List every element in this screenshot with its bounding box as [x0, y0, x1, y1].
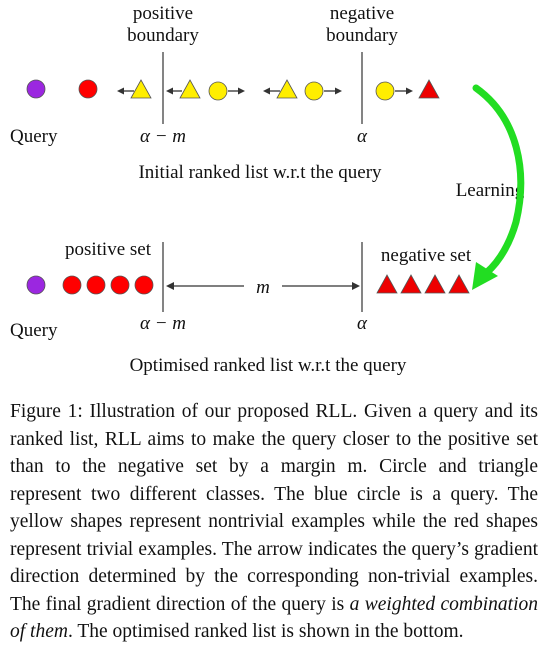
positive-boundary-label-1: positive: [133, 3, 193, 24]
positive-set-circle-1: [62, 275, 82, 295]
positive-set-circle-3: [110, 275, 130, 295]
query-label-bottom: Query: [10, 320, 58, 341]
negative-set-triangle-2: [400, 274, 422, 294]
negative-boundary-label-1: negative: [330, 3, 394, 24]
nontrivial-negative-circle-2: [304, 81, 324, 101]
nontrivial-negative-circle-3: [375, 81, 395, 101]
query-circle-bottom: [26, 275, 46, 295]
negative-set-label: negative set: [381, 245, 472, 266]
nontrivial-positive-triangle-2: [179, 79, 201, 99]
learning-arrow-curve: [472, 84, 525, 280]
negative-set-triangle-1: [376, 274, 398, 294]
trivial-negative-triangle-top: [418, 79, 440, 99]
positive-boundary-label-2: boundary: [127, 25, 199, 46]
learning-arrow-head: [472, 262, 498, 290]
margin-m-label: m: [256, 277, 270, 298]
positive-set-circle-2: [86, 275, 106, 295]
figure-caption-emphasis: a weighted combination of them: [10, 593, 539, 643]
nontrivial-positive-triangle-3: [276, 79, 298, 99]
alpha-minus-m-label-bottom: α − m: [140, 313, 186, 334]
ranked-list-diagram: positive boundary negative boundary Quer…: [10, 3, 525, 376]
negative-set-triangle-3: [424, 274, 446, 294]
nontrivial-positive-triangle-1: [130, 79, 152, 99]
optimised-list-caption: Optimised ranked list w.r.t the query: [130, 355, 407, 376]
alpha-label-top: α: [357, 126, 368, 147]
alpha-label-bottom: α: [357, 313, 368, 334]
figure-caption-ending: . The optimised ranked list is shown in …: [67, 621, 464, 642]
positive-set-circle-4: [134, 275, 154, 295]
learning-label: Learning: [456, 180, 525, 201]
trivial-positive-circle-top: [78, 79, 98, 99]
alpha-minus-m-label-top: α − m: [140, 126, 186, 147]
negative-boundary-label-2: boundary: [326, 25, 398, 46]
figure-caption: Figure 1: Illustration of our proposed R…: [10, 398, 538, 646]
positive-set-label: positive set: [65, 239, 152, 260]
negative-set-triangle-4: [448, 274, 470, 294]
figure-caption-text: Illustration of our proposed RLL. Given …: [10, 401, 538, 615]
initial-list-caption: Initial ranked list w.r.t the query: [138, 162, 382, 183]
query-circle-top: [26, 79, 46, 99]
nontrivial-negative-circle-1: [208, 81, 228, 101]
query-label-top: Query: [10, 126, 58, 147]
figure-caption-label: Figure 1:: [10, 401, 83, 422]
